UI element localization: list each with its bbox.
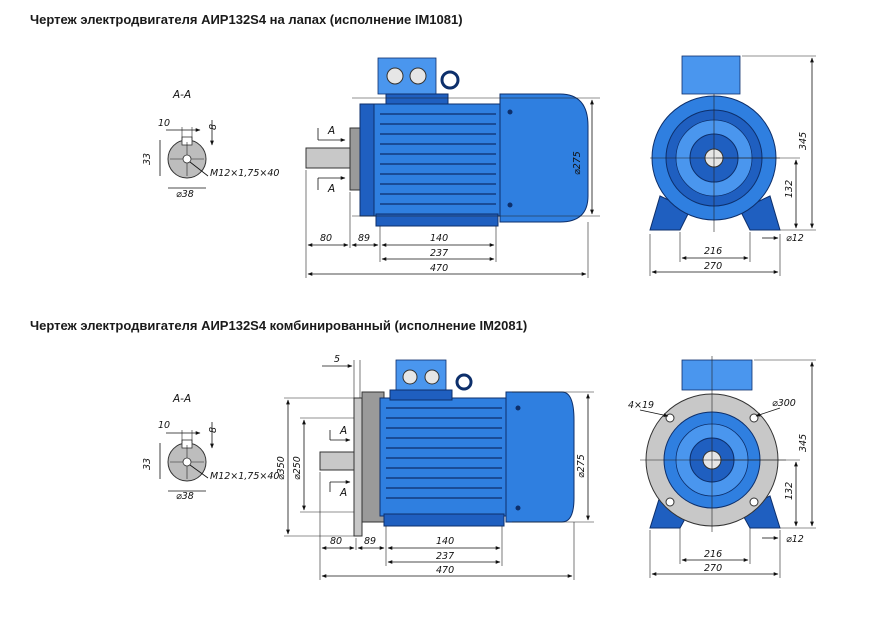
bottom-dim-300: ⌀300: [772, 398, 796, 409]
top-section-marker-lower: A: [327, 183, 335, 195]
top-dim-216: 216: [704, 246, 722, 257]
top-thread: M12×1,75×40: [210, 168, 279, 179]
bottom-front-view: 4×19 ⌀300 216 270 345 132 ⌀12: [628, 356, 816, 578]
bottom-flange-hole: [665, 413, 675, 423]
bottom-dim-237: 237: [436, 551, 454, 562]
bottom-section-height: 33: [142, 458, 153, 470]
top-front-view: 216 270 345 132 ⌀12: [649, 55, 816, 276]
top-dim-270: 270: [704, 261, 722, 272]
bottom-lifting-eye: [455, 373, 473, 391]
bottom-feet: [383, 513, 505, 527]
bottom-section-view: A-A 10 8 33 M12×1,75×40 ⌀38: [142, 393, 279, 502]
top-motor-body: [373, 103, 503, 217]
bottom-dim-hole: ⌀12: [786, 534, 804, 545]
top-fan-cowl: [499, 93, 589, 223]
top-section-marker-upper: A: [327, 125, 335, 137]
top-section-label: A-A: [172, 89, 191, 101]
bottom-dim-275: ⌀275: [576, 454, 587, 478]
bottom-fan-cowl: [505, 391, 575, 523]
top-dim-132: 132: [784, 180, 795, 198]
title-foot-mounted: Чертеж электродвигателя АИР132S4 на лапа…: [30, 12, 463, 27]
top-shaft: [305, 147, 351, 169]
title-combined: Чертеж электродвигателя АИР132S4 комбини…: [30, 318, 528, 333]
bottom-dim-80: 80: [330, 536, 342, 547]
top-dim-140: 140: [430, 233, 448, 244]
top-key-width: 10: [158, 118, 170, 129]
top-key-depth: 8: [208, 124, 219, 130]
bottom-cooling-ribs: [386, 407, 502, 499]
bottom-dim-270: 270: [704, 563, 722, 574]
top-dim-275: ⌀275: [572, 151, 583, 175]
bottom-dim-140: 140: [436, 536, 454, 547]
bottom-key-depth: 8: [208, 427, 219, 433]
bottom-dim-350: ⌀350: [276, 456, 287, 480]
top-feet: [375, 213, 499, 227]
bottom-dim-216: 216: [704, 549, 722, 560]
bottom-dim-470: 470: [436, 565, 454, 576]
top-lifting-eye: [440, 70, 460, 90]
top-section-height: 33: [142, 153, 153, 165]
top-front-terminal-box: [681, 55, 741, 95]
top-section-view: A-A 10 8 33 M12×1,75×40 ⌀38: [142, 89, 279, 200]
bottom-dim-345: 345: [798, 434, 809, 452]
bottom-flange: [353, 397, 363, 537]
bottom-front-terminal-box: [681, 359, 753, 391]
bottom-dim-132: 132: [784, 482, 795, 500]
top-dim-80: 80: [320, 233, 332, 244]
bottom-dim-250: ⌀250: [292, 456, 303, 480]
bottom-side-view: A A 5 ⌀350 ⌀250 80: [276, 354, 594, 580]
top-dim-345: 345: [798, 132, 809, 150]
bottom-dim-5: 5: [334, 354, 340, 365]
bottom-section-label: A-A: [172, 393, 191, 405]
bottom-section-marker-upper: A: [339, 425, 347, 437]
top-dim-237: 237: [430, 248, 448, 259]
top-dim-470: 470: [430, 263, 448, 274]
bottom-section-marker-lower: A: [339, 487, 347, 499]
top-dim-89: 89: [358, 233, 370, 244]
top-shaft-diameter: ⌀38: [176, 189, 194, 200]
bottom-shaft-diameter: ⌀38: [176, 491, 194, 502]
top-side-view: A A 80 89 140 237 470 ⌀275: [305, 57, 600, 278]
bottom-dim-holes: 4×19: [628, 400, 654, 411]
bottom-shaft: [319, 451, 357, 471]
top-dim-hole: ⌀12: [786, 233, 804, 244]
bottom-thread: M12×1,75×40: [210, 471, 279, 482]
top-cooling-ribs: [380, 113, 496, 205]
bottom-key-width: 10: [158, 420, 170, 431]
bottom-dim-89: 89: [364, 536, 376, 547]
